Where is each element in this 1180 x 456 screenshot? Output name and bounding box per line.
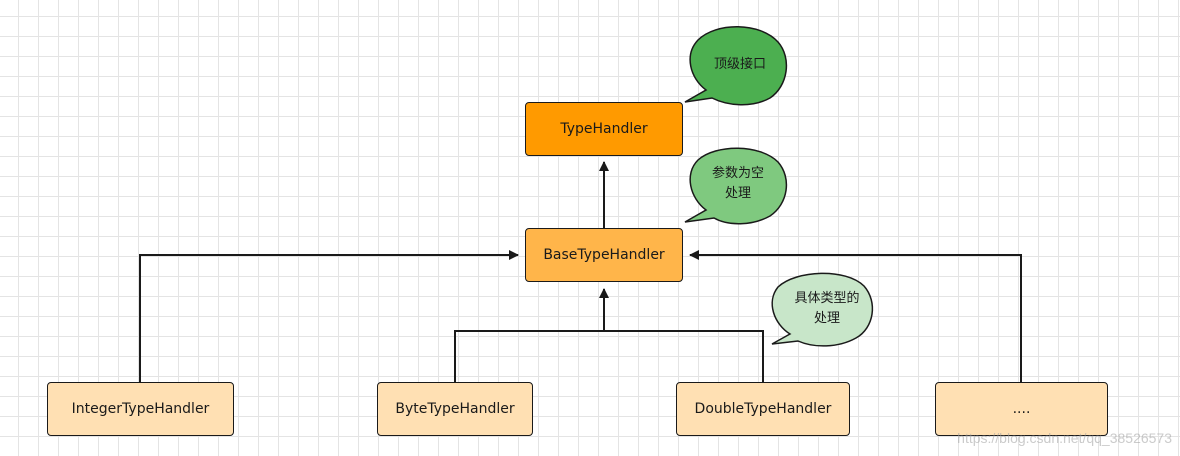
edge-more-to-base (689, 250, 1022, 382)
callout-text-top-interface: 顶级接口 (690, 45, 790, 85)
edge-byte-to-junction (454, 330, 604, 382)
callout-null-param-line2: 处理 (724, 186, 751, 201)
typehandler-node[interactable]: TypeHandler (525, 102, 683, 156)
doubletypehandler-label: DoubleTypeHandler (694, 401, 832, 417)
more-handlers-label: .... (1012, 401, 1031, 417)
callout-bubble-specific-type (771, 272, 874, 347)
edge-double-to-junction (604, 330, 764, 382)
callout-bubble-top-interface (684, 26, 788, 106)
callout-specific-type-line2: 处理 (813, 311, 840, 326)
callout-text-specific-type: 具体类型的 处理 (772, 287, 882, 331)
typehandler-label: TypeHandler (560, 121, 648, 137)
integertypehandler-label: IntegerTypeHandler (71, 401, 210, 417)
doubletypehandler-node[interactable]: DoubleTypeHandler (676, 382, 850, 436)
watermark-text: https://blog.csdn.net/qq_38526573 (957, 430, 1172, 446)
edge-integer-to-base (139, 250, 519, 382)
basetypehandler-label: BaseTypeHandler (543, 247, 665, 263)
callout-top-interface-label: 顶级接口 (713, 57, 766, 72)
callout-specific-type-line1: 具体类型的 (794, 291, 860, 306)
callout-text-null-param: 参数为空 处理 (688, 162, 788, 206)
more-handlers-node[interactable]: .... (935, 382, 1108, 436)
callout-null-param-line1: 参数为空 (711, 166, 764, 181)
integertypehandler-node[interactable]: IntegerTypeHandler (47, 382, 234, 436)
basetypehandler-node[interactable]: BaseTypeHandler (525, 228, 683, 282)
callout-bubble-null-param (684, 147, 788, 225)
bytetypehandler-label: ByteTypeHandler (395, 401, 515, 417)
bytetypehandler-node[interactable]: ByteTypeHandler (377, 382, 533, 436)
